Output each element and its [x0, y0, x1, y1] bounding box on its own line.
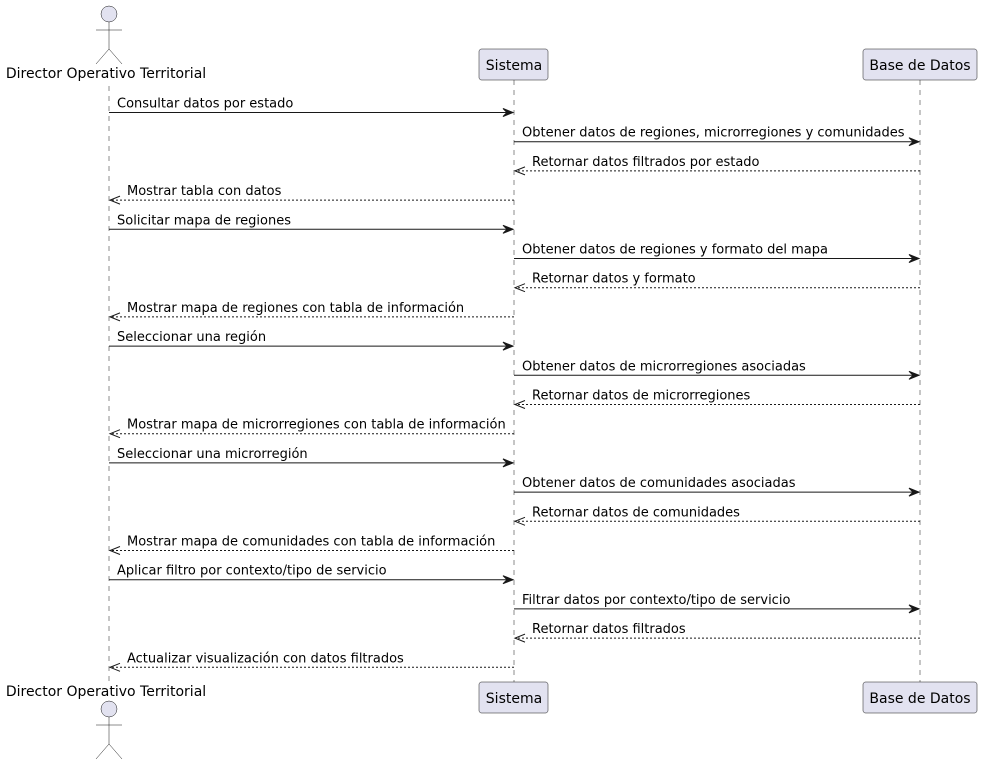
filled-arrowhead-icon — [908, 604, 921, 614]
filled-arrowhead-icon — [908, 370, 921, 380]
message-16: Mostrar mapa de comunidades con tabla de… — [108, 535, 514, 555]
participant-box — [478, 681, 549, 714]
message-4: Mostrar tabla con datos — [108, 184, 514, 205]
message-15: Retornar datos de comunidades — [513, 505, 920, 526]
open-arrowhead-icon — [108, 429, 121, 439]
participant-label: Sistema — [486, 691, 542, 707]
filled-arrowhead-icon — [502, 575, 515, 585]
participant-label: Base de Datos — [869, 691, 970, 707]
message-label: Consultar datos por estado — [117, 97, 293, 112]
message-label: Mostrar mapa de comunidades con tabla de… — [127, 535, 495, 550]
message-label: Solicitar mapa de regiones — [117, 213, 291, 228]
message-label: Filtrar datos por contexto/tipo de servi… — [522, 593, 790, 608]
actor-leg-left — [95, 743, 110, 760]
message-1: Consultar datos por estado — [109, 97, 515, 117]
actor-director-top: Director Operativo Territorial — [6, 5, 206, 82]
actor-head-icon — [100, 700, 118, 718]
actor-leg-left — [95, 48, 110, 65]
participant-box — [862, 48, 978, 81]
message-label: Retornar datos de comunidades — [532, 505, 740, 520]
open-arrowhead-icon — [108, 546, 121, 555]
participant-box — [862, 681, 978, 714]
participant-sistema-bottom: Sistema — [478, 681, 549, 714]
filled-arrowhead-icon — [908, 487, 921, 497]
message-label: Mostrar tabla con datos — [127, 184, 282, 199]
participant-sistema-top: Sistema — [478, 48, 549, 81]
message-label: Retornar datos filtrados — [532, 622, 686, 637]
message-3: Retornar datos filtrados por estado — [513, 155, 920, 176]
message-label: Mostrar mapa de microrregiones con tabla… — [127, 418, 506, 433]
filled-arrowhead-icon — [502, 458, 515, 468]
open-arrowhead-icon — [513, 400, 526, 409]
open-arrowhead-icon — [513, 283, 526, 293]
participant-label: Base de Datos — [869, 58, 970, 74]
filled-arrowhead-icon — [502, 341, 515, 351]
message-12: Mostrar mapa de microrregiones con tabla… — [108, 418, 514, 439]
actor-head-icon — [100, 5, 118, 23]
message-label: Actualizar visualización con datos filtr… — [127, 651, 404, 666]
actor-label-bottom: Director Operativo Territorial — [6, 684, 206, 700]
filled-arrowhead-icon — [908, 254, 921, 263]
actor-label-top: Director Operativo Territorial — [6, 66, 206, 82]
open-arrowhead-icon — [513, 166, 526, 176]
open-arrowhead-icon — [108, 662, 121, 672]
message-label: Obtener datos de microrregiones asociada… — [522, 359, 806, 374]
actor-leg-right — [108, 743, 123, 760]
message-6: Obtener datos de regiones y formato del … — [514, 243, 921, 263]
message-11: Retornar datos de microrregiones — [513, 389, 920, 409]
message-19: Retornar datos filtrados — [513, 622, 920, 643]
message-14: Obtener datos de comunidades asociadas — [514, 476, 921, 497]
message-5: Solicitar mapa de regiones — [109, 213, 515, 234]
message-9: Seleccionar una región — [109, 330, 515, 351]
message-8: Mostrar mapa de regiones con tabla de in… — [108, 301, 514, 322]
message-label: Retornar datos y formato — [532, 272, 696, 287]
actor-director-bottom: Director Operativo Territorial — [6, 684, 206, 760]
actor-leg-right — [108, 48, 123, 65]
message-10: Obtener datos de microrregiones asociada… — [514, 359, 921, 380]
message-label: Seleccionar una microrregión — [117, 447, 308, 462]
filled-arrowhead-icon — [502, 108, 515, 117]
open-arrowhead-icon — [108, 312, 121, 322]
message-20: Actualizar visualización con datos filtr… — [108, 651, 514, 672]
open-arrowhead-icon — [513, 516, 526, 526]
message-label: Mostrar mapa de regiones con tabla de in… — [127, 301, 464, 316]
message-17: Aplicar filtro por contexto/tipo de serv… — [109, 564, 515, 585]
message-2: Obtener datos de regiones, microrregione… — [514, 126, 921, 147]
participant-base-de-datos-bottom: Base de Datos — [862, 681, 978, 714]
message-label: Aplicar filtro por contexto/tipo de serv… — [117, 564, 387, 579]
message-18: Filtrar datos por contexto/tipo de servi… — [514, 593, 921, 614]
message-label: Obtener datos de regiones y formato del … — [522, 243, 828, 258]
filled-arrowhead-icon — [502, 224, 515, 234]
open-arrowhead-icon — [108, 195, 121, 205]
message-label: Retornar datos de microrregiones — [532, 389, 751, 404]
filled-arrowhead-icon — [908, 137, 921, 147]
message-7: Retornar datos y formato — [513, 272, 920, 293]
open-arrowhead-icon — [513, 633, 526, 643]
participant-label: Sistema — [486, 58, 542, 74]
message-label: Obtener datos de regiones, microrregione… — [522, 126, 905, 141]
participant-box — [478, 48, 549, 81]
participant-base-de-datos-top: Base de Datos — [862, 48, 978, 81]
message-label: Obtener datos de comunidades asociadas — [522, 476, 796, 491]
message-label: Seleccionar una región — [117, 330, 266, 345]
message-13: Seleccionar una microrregión — [109, 447, 515, 468]
message-label: Retornar datos filtrados por estado — [532, 155, 760, 170]
